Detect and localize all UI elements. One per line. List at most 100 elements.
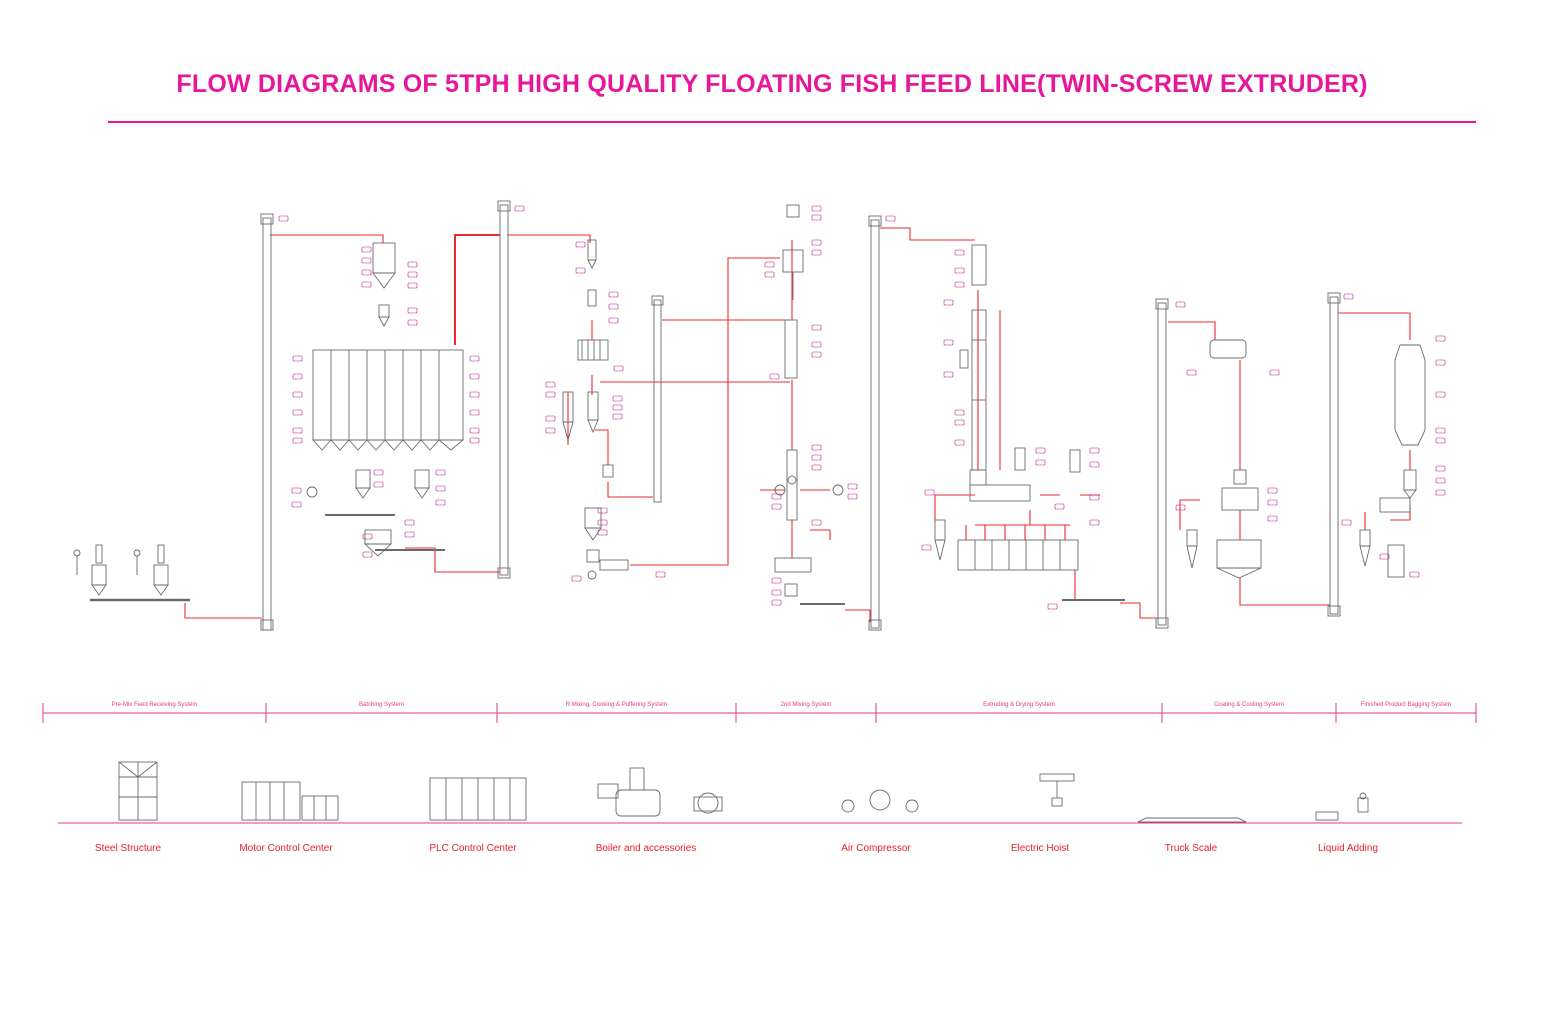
equipment-tag bbox=[292, 409, 303, 416]
bucket-elevator-3 bbox=[651, 295, 664, 503]
flow-line bbox=[880, 227, 975, 241]
auxiliary-label: Motor Control Center bbox=[239, 843, 333, 854]
equipment-tag bbox=[771, 589, 782, 596]
equipment-tag bbox=[811, 444, 822, 451]
equipment-tag bbox=[811, 249, 822, 256]
equipment-tag bbox=[571, 575, 582, 582]
equipment-tag bbox=[954, 249, 965, 256]
system-label: Coating & Cooling System bbox=[1214, 702, 1284, 708]
equipment-tag bbox=[1175, 504, 1186, 511]
equipment-tag bbox=[811, 205, 822, 212]
equipment-tag bbox=[469, 409, 480, 416]
equipment-tag bbox=[954, 281, 965, 288]
equipment-tag bbox=[407, 261, 418, 268]
equipment-tag bbox=[771, 599, 782, 606]
equipment-tag bbox=[404, 519, 415, 526]
air-compressor-icon bbox=[841, 789, 919, 813]
equipment-tag bbox=[291, 487, 302, 494]
electric-hoist-icon bbox=[1039, 773, 1075, 807]
equipment-tag bbox=[292, 391, 303, 398]
flow-line bbox=[1120, 602, 1158, 619]
equipment-tag bbox=[469, 437, 480, 444]
equipment-tag bbox=[1035, 459, 1046, 466]
equipment-tag bbox=[608, 303, 619, 310]
flow-line bbox=[270, 234, 384, 243]
equipment-tag bbox=[361, 246, 372, 253]
liquid-adding-icon bbox=[1315, 792, 1369, 821]
system-label: Extruding & Drying System bbox=[983, 702, 1055, 708]
equipment-tag bbox=[655, 571, 666, 578]
auxiliary-label: Electric Hoist bbox=[1011, 843, 1070, 854]
equipment-tag bbox=[545, 381, 556, 388]
equipment-tag bbox=[278, 215, 289, 222]
flow-line bbox=[810, 529, 831, 540]
equipment-tag bbox=[943, 371, 954, 378]
equipment-tag bbox=[597, 507, 608, 514]
equipment-tag bbox=[435, 469, 446, 476]
equipment-tag bbox=[575, 241, 586, 248]
flow-line bbox=[630, 257, 780, 566]
system-labels: Pre-Mix Feed Receiving System Batching Sy… bbox=[112, 702, 1452, 708]
flow-line bbox=[1179, 499, 1200, 530]
flow-line bbox=[184, 603, 262, 619]
equipment-tag bbox=[764, 261, 775, 268]
equipment-tag bbox=[545, 427, 556, 434]
equipment-tag bbox=[1435, 359, 1446, 366]
equipment-tag bbox=[469, 427, 480, 434]
equipment-tag bbox=[764, 271, 775, 278]
flow-line bbox=[607, 482, 653, 498]
equipment-tag bbox=[575, 267, 586, 274]
diagram-title: FLOW DIAGRAMS OF 5TPH HIGH QUALITY FLOAT… bbox=[176, 70, 1368, 98]
equipment-tag bbox=[469, 355, 480, 362]
bagging-equipment bbox=[1359, 344, 1426, 578]
equipment-tag bbox=[771, 493, 782, 500]
equipment-tag bbox=[407, 307, 418, 314]
auxiliary-equipment-icons bbox=[118, 761, 1369, 823]
bucket-elevator-5 bbox=[1155, 298, 1169, 629]
auxiliary-label: Truck Scale bbox=[1165, 843, 1218, 854]
equipment-tag bbox=[597, 519, 608, 526]
equipment-tag bbox=[407, 319, 418, 326]
equipment-tag bbox=[1341, 519, 1352, 526]
equipment-tag bbox=[1435, 437, 1446, 444]
equipment-tag bbox=[373, 481, 384, 488]
equipment-tag bbox=[407, 271, 418, 278]
equipment-tag bbox=[1435, 489, 1446, 496]
flow-line bbox=[1062, 570, 1076, 601]
equipment-tag bbox=[361, 269, 372, 276]
extruding-drying-equipment bbox=[934, 244, 1125, 601]
motor-control-center-icon bbox=[241, 781, 339, 821]
equipment-tag bbox=[954, 267, 965, 274]
system-label: R.Mixing, Cooking & Puffering System bbox=[566, 702, 668, 708]
system-label: Batching System bbox=[359, 702, 404, 708]
process-equipment bbox=[73, 200, 1426, 631]
equipment-tag bbox=[612, 413, 623, 420]
equipment-tag bbox=[811, 351, 822, 358]
equipment-tag bbox=[811, 454, 822, 461]
equipment-tag bbox=[771, 577, 782, 584]
equipment-tag bbox=[612, 404, 623, 411]
equipment-tag bbox=[1054, 503, 1065, 510]
equipment-tag bbox=[1089, 461, 1100, 468]
equipment-tag bbox=[361, 281, 372, 288]
equipment-tag bbox=[435, 499, 446, 506]
flow-line bbox=[845, 609, 871, 622]
equipment-tag bbox=[1435, 465, 1446, 472]
equipment-tag bbox=[469, 391, 480, 398]
equipment-tag bbox=[545, 391, 556, 398]
equipment-tag bbox=[435, 485, 446, 492]
equipment-tag bbox=[1379, 553, 1390, 560]
auxiliary-label: Steel Structure bbox=[95, 843, 162, 854]
auxiliary-label: Air Compressor bbox=[841, 843, 911, 854]
batching-equipment bbox=[306, 242, 465, 557]
flow-line bbox=[1239, 578, 1330, 606]
equipment-tag bbox=[954, 419, 965, 426]
equipment-tag bbox=[921, 544, 932, 551]
equipment-tag bbox=[1409, 571, 1420, 578]
equipment-tag bbox=[1269, 369, 1280, 376]
system-label: Pre-Mix Feed Receiving System bbox=[112, 702, 198, 708]
plc-control-center-icon bbox=[429, 777, 527, 821]
equipment-tag bbox=[362, 533, 373, 540]
auxiliary-label: Liquid Adding bbox=[1318, 843, 1378, 854]
